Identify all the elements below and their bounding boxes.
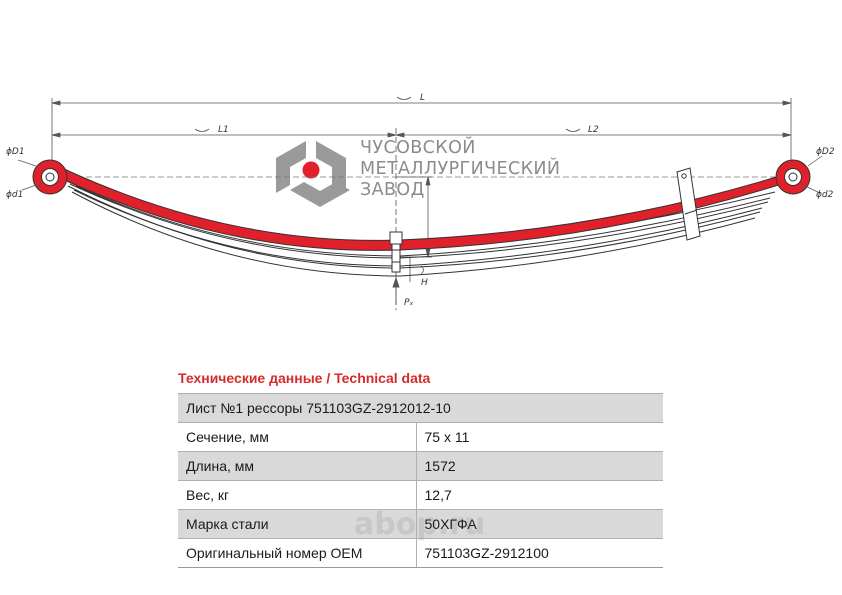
left-eye	[17, 159, 68, 195]
table-header-row: Лист №1 рессоры 751103GZ-2912012-10	[178, 393, 663, 423]
rebound-clip	[676, 167, 701, 241]
section-title: Технические данные / Technical data	[178, 370, 431, 386]
row-label: Марка стали	[178, 509, 416, 539]
left-outer-diameter-label: ϕD1	[6, 147, 25, 157]
table-row: Сечение, мм 75 x 11	[178, 422, 663, 452]
row-label: Длина, мм	[178, 451, 416, 481]
row-value: 751103GZ-2912100	[415, 538, 663, 568]
row-value: 12,7	[415, 480, 663, 510]
right-outer-diameter-label: ϕD2	[816, 147, 835, 157]
company-name-line-1: ЧУСОВСКОЙ	[360, 138, 476, 158]
table-row: Длина, мм 1572	[178, 451, 663, 481]
row-label: Сечение, мм	[178, 422, 416, 452]
table-row: Вес, кг 12,7	[178, 480, 663, 510]
row-value: 50ХГФА	[415, 509, 663, 539]
overall-length-label: L	[420, 93, 425, 103]
table-header: Лист №1 рессоры 751103GZ-2912012-10	[178, 393, 663, 423]
company-name-line-3: ЗАВОД	[360, 180, 425, 200]
right-inner-diameter-label: ϕd2	[816, 190, 834, 200]
chmz-logo-icon	[276, 141, 350, 207]
center-bolt	[389, 231, 403, 273]
company-name-line-2: МЕТАЛЛУРГИЧЕСКИЙ	[360, 159, 561, 179]
row-value: 1572	[415, 451, 663, 481]
height-label: H	[421, 278, 428, 288]
load-arrow	[392, 276, 400, 305]
technical-data-table: Лист №1 рессоры 751103GZ-2912012-10 Сече…	[178, 393, 663, 568]
overall-length-dimension	[51, 96, 792, 165]
table-row: Марка стали 50ХГФА	[178, 509, 663, 539]
row-value: 75 x 11	[415, 422, 663, 452]
load-label: Pₓ	[404, 298, 413, 308]
leaf-spring-drawing: L L1 L2 H Pₓ	[6, 93, 835, 310]
row-label: Вес, кг	[178, 480, 416, 510]
watermark-text: abop.ru	[354, 507, 485, 542]
half-length-dimensions	[51, 128, 792, 310]
row-label: Оригинальный номер OEM	[178, 538, 416, 568]
table-row: Оригинальный номер OEM 751103GZ-2912100	[178, 538, 663, 568]
left-inner-diameter-label: ϕd1	[6, 190, 23, 200]
right-eye	[775, 155, 823, 195]
left-length-label: L1	[218, 125, 229, 135]
right-length-label: L2	[588, 125, 599, 135]
company-name: ЧУСОВСКОЙ МЕТАЛЛУРГИЧЕСКИЙ ЗАВОД	[360, 138, 560, 201]
watermark: abop.ru	[354, 507, 485, 542]
